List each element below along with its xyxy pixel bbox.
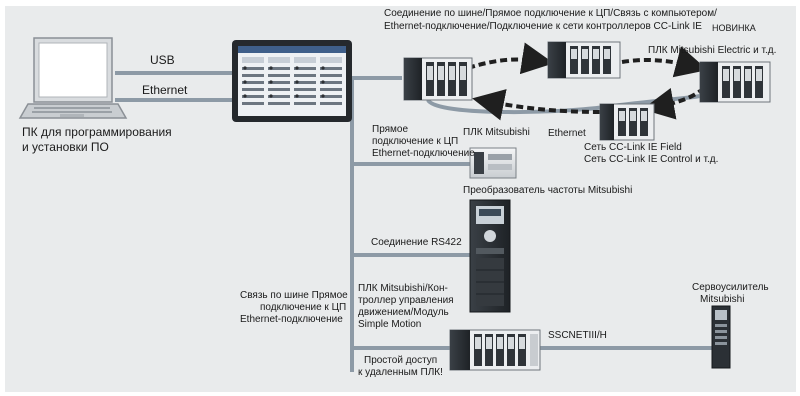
ethernet-loop-label: Ethernet [548, 128, 586, 139]
direct-cpu-line1: Прямое [372, 124, 409, 135]
hmi-panel-icon [232, 40, 352, 122]
pc-caption-line2: и установки ПО [22, 140, 109, 154]
bus-link-line1: Связь по шине Прямое [240, 290, 348, 301]
freq-converter-label: Преобразователь частоты Mitsubishi [463, 185, 633, 196]
plc-mitsubishi-label: ПЛК Mitsubishi [463, 127, 530, 138]
diagram-panel [5, 6, 796, 392]
top-connection-line1: Соединение по шине/Прямое подключение к … [384, 8, 717, 19]
motion-label-line3: движением/Модуль [358, 307, 449, 318]
motion-label-line2: троллер управления [358, 295, 454, 306]
plc-rack-1 [403, 57, 473, 101]
servo-label-line1: Сервоусилитель [692, 282, 769, 293]
servo-amplifier-icon [711, 305, 731, 369]
novinka-badge: НОВИНКА [712, 23, 756, 33]
bus-link-line2: подключение к ЦП [260, 302, 347, 313]
top-connection-line2: Ethernet-подключение/Подключение к сети … [384, 21, 702, 32]
pc-caption-line1: ПК для программирования [22, 125, 172, 139]
rs422-label: Соединение RS422 [371, 237, 462, 248]
laptop-icon [18, 37, 128, 119]
small-plc-icon [469, 147, 517, 179]
plc-rack-3 [699, 61, 771, 103]
remote-access-line2: к удаленным ПЛК! [358, 367, 443, 378]
sscnet-label: SSCNETIII/H [548, 330, 607, 341]
remote-access-line1: Простой доступ [364, 355, 438, 366]
motion-label-line1: ПЛК Mitsubishi/Кон- [358, 283, 448, 294]
cclink-control-label: Сеть CC-Link IE Control и т.д. [584, 154, 719, 165]
plc-rack-2 [547, 41, 621, 79]
bus-link-line3: Ethernet-подключение [240, 314, 343, 325]
plc-mitsubishi-electric-label: ПЛК Mitsubishi Electric и т.д. [648, 45, 777, 56]
servo-label-line2: Mitsubishi [700, 294, 745, 305]
ethernet-left-label: Ethernet [142, 83, 188, 97]
frequency-converter-icon [469, 199, 511, 313]
cclink-field-label: Сеть CC-Link IE Field [584, 142, 682, 153]
plc-rack-4 [599, 103, 655, 141]
motion-label-line4: Simple Motion [358, 319, 422, 330]
direct-cpu-line3: Ethernet-подключение [372, 148, 475, 159]
usb-label: USB [150, 53, 175, 67]
motion-controller-rack [449, 329, 541, 371]
direct-cpu-line2: подключение к ЦП [372, 136, 459, 147]
connection-lines [115, 71, 712, 372]
